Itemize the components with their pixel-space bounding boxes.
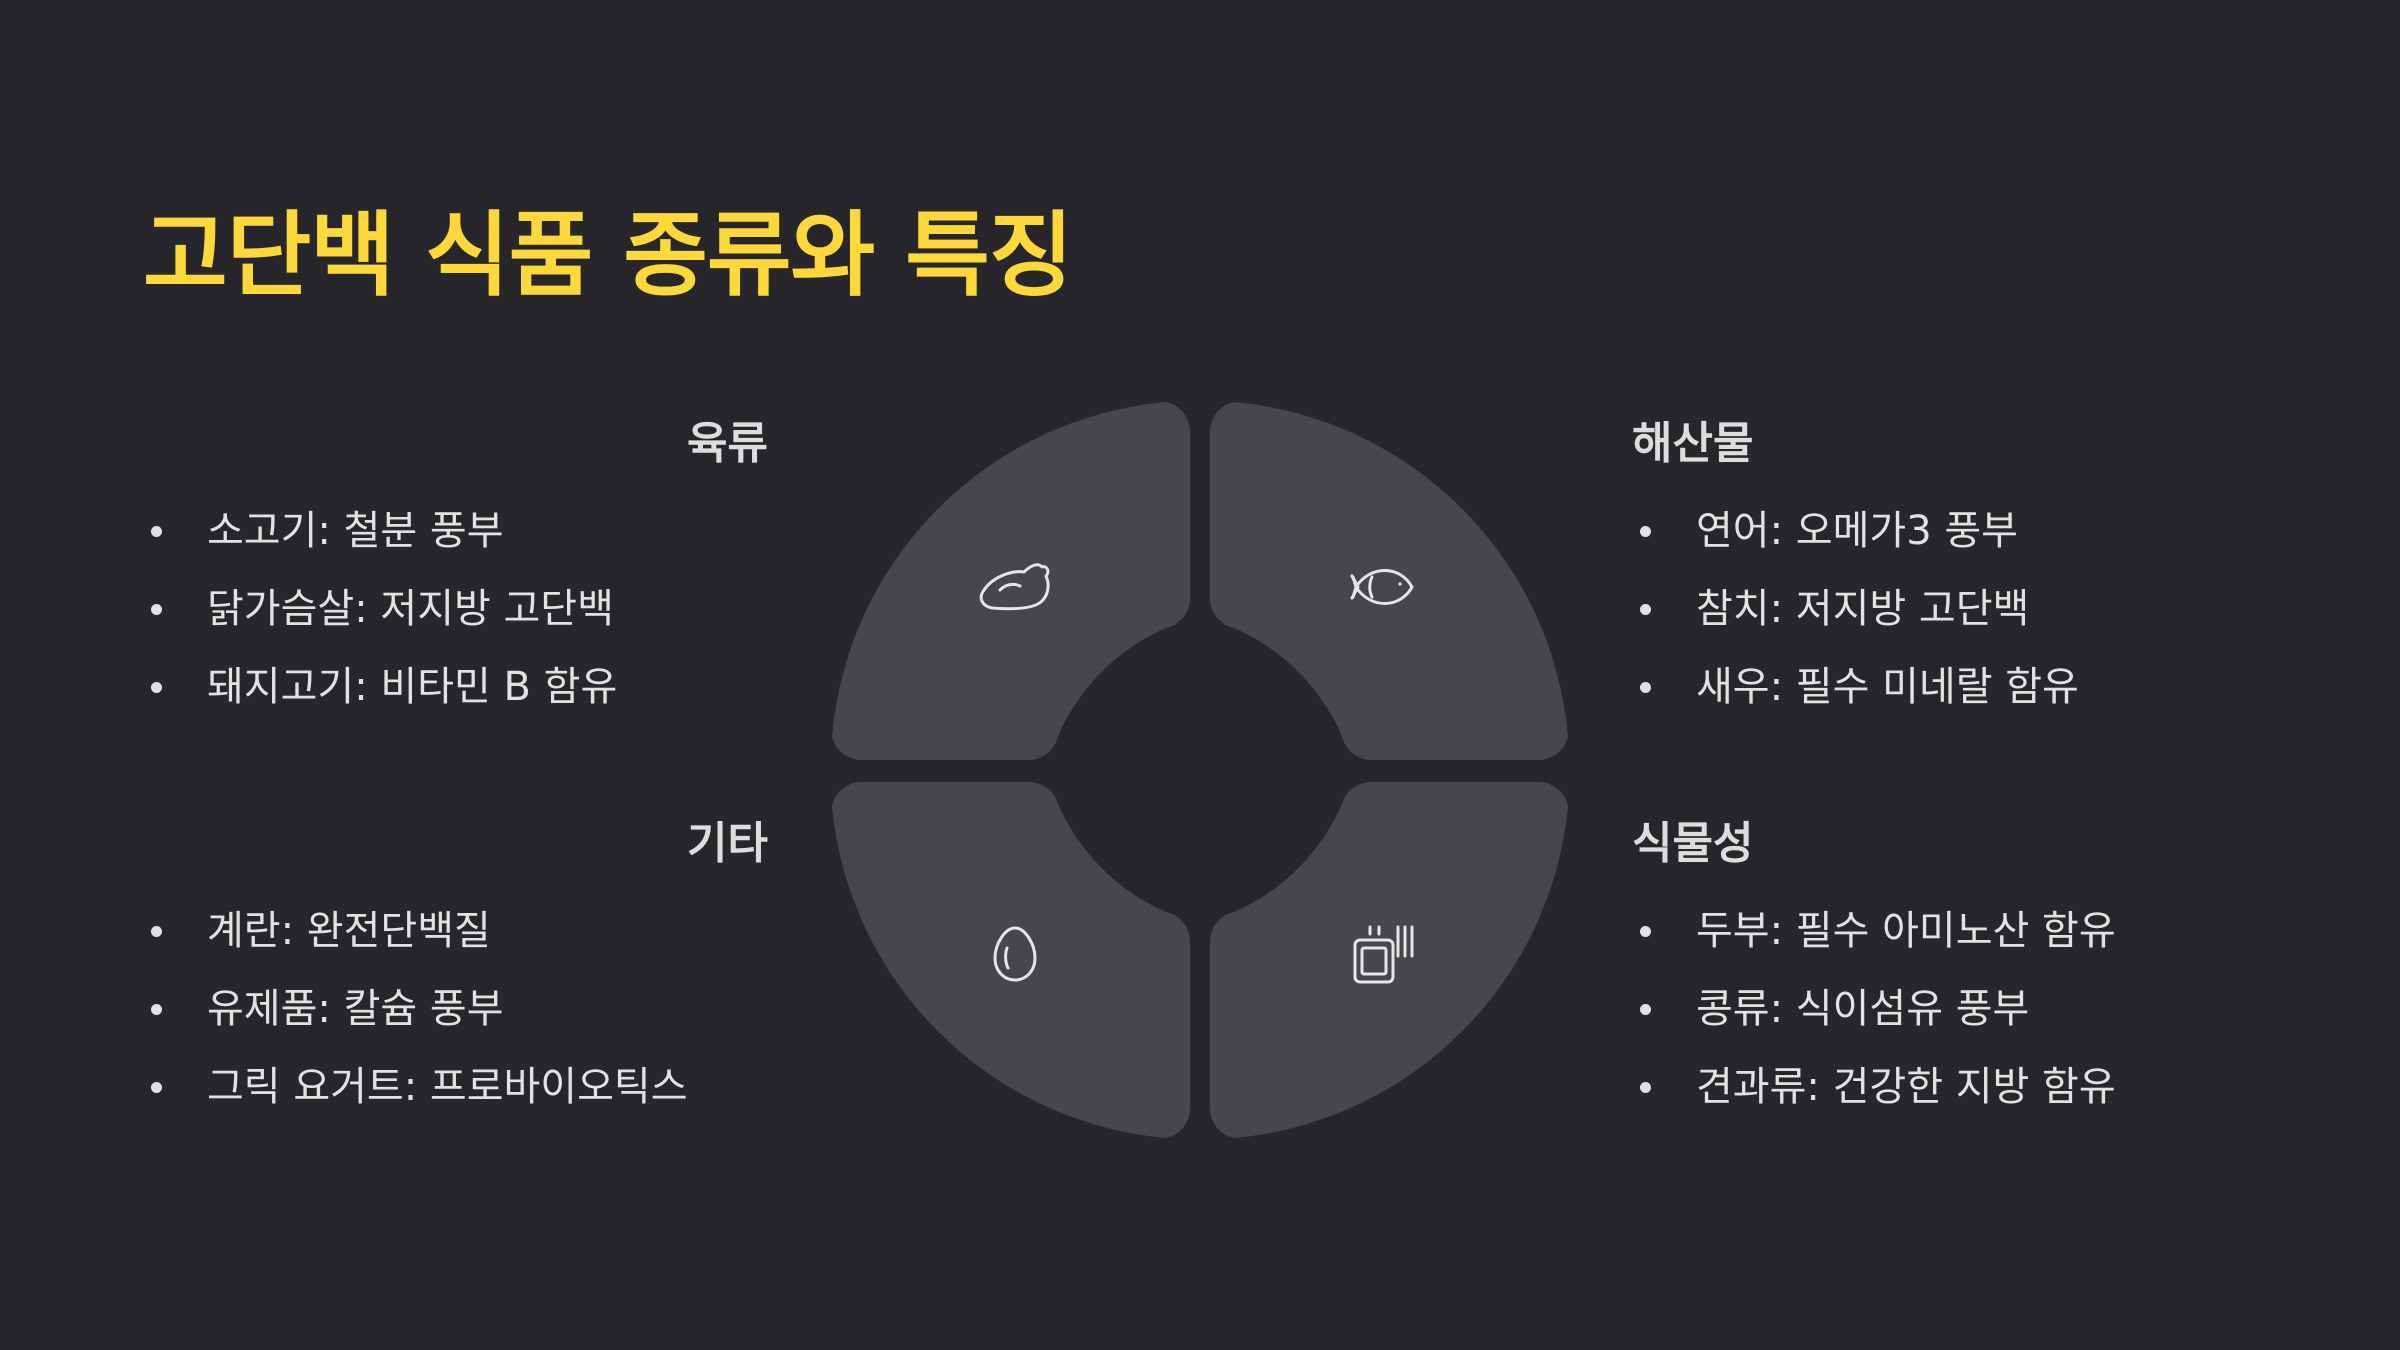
list-item: 새우: 필수 미네랄 함유 xyxy=(1632,648,2079,726)
section-heading-seafood: 해산물 xyxy=(1632,418,1754,469)
list-item: 계란: 완전단백질 xyxy=(143,892,688,970)
list-item: 소고기: 철분 풍부 xyxy=(143,492,617,570)
list-item: 돼지고기: 비타민 B 함유 xyxy=(143,648,617,726)
list-item: 콩류: 식이섬유 풍부 xyxy=(1632,970,2116,1048)
list-item: 닭가슴살: 저지방 고단백 xyxy=(143,570,617,648)
list-item: 유제품: 칼슘 풍부 xyxy=(143,970,688,1048)
list-item: 두부: 필수 아미노산 함유 xyxy=(1632,892,2116,970)
list-item: 견과류: 건강한 지방 함유 xyxy=(1632,1048,2116,1126)
ring-segment-seafood xyxy=(1210,402,1568,760)
page-title: 고단백 식품 종류와 특징 xyxy=(143,202,1073,309)
other-list: 계란: 완전단백질 유제품: 칼슘 풍부 그릭 요거트: 프로바이오틱스 xyxy=(143,892,688,1126)
tofu-icon xyxy=(1353,925,1414,984)
section-heading-plant: 식물성 xyxy=(1632,818,1754,869)
ring-segment-meat xyxy=(832,402,1190,760)
list-item: 그릭 요거트: 프로바이오틱스 xyxy=(143,1048,688,1126)
section-heading-other: 기타 xyxy=(687,818,768,869)
egg-icon xyxy=(993,926,1037,982)
list-item: 연어: 오메가3 풍부 xyxy=(1632,492,2079,570)
chicken-drumstick-icon xyxy=(979,563,1050,611)
fish-icon xyxy=(1350,569,1414,605)
ring-segment-other xyxy=(832,782,1190,1138)
section-heading-meat: 육류 xyxy=(687,418,768,469)
plant-list: 두부: 필수 아미노산 함유 콩류: 식이섬유 풍부 견과류: 건강한 지방 함… xyxy=(1632,892,2116,1126)
seafood-list: 연어: 오메가3 풍부 참치: 저지방 고단백 새우: 필수 미네랄 함유 xyxy=(1632,492,2079,726)
meat-list: 소고기: 철분 풍부 닭가슴살: 저지방 고단백 돼지고기: 비타민 B 함유 xyxy=(143,492,617,726)
list-item: 참치: 저지방 고단백 xyxy=(1632,570,2079,648)
ring-segment-plant xyxy=(1210,782,1568,1138)
